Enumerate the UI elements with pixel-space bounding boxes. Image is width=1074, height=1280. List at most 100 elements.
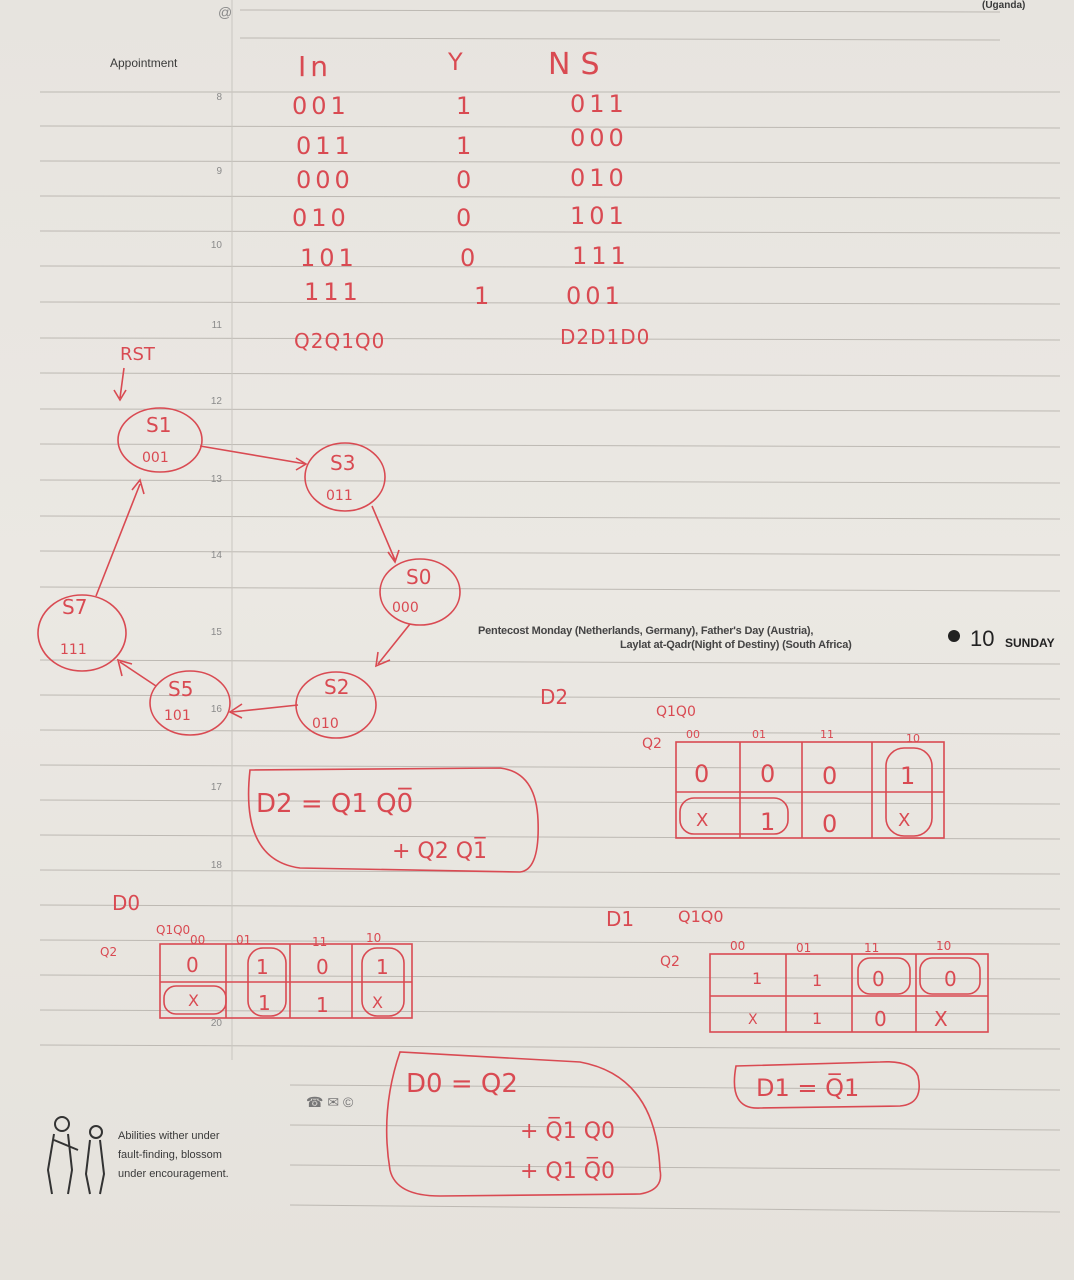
- kmap-d1-h0: 00: [730, 939, 745, 953]
- kmap-d0-row: Q2: [100, 945, 117, 959]
- contact-icons: ☎ ✉ ©: [306, 1094, 353, 1111]
- quote-line-1: Abilities wither under: [118, 1130, 220, 1142]
- arrow-s7-s1: [95, 478, 145, 597]
- kmap-d2-h1: 01: [752, 728, 766, 741]
- y-row-6: 1: [474, 282, 493, 310]
- kmap-d2-r1c2: 0: [822, 810, 837, 838]
- in-row-4: 010: [292, 204, 350, 232]
- y-row-2: 1: [456, 132, 475, 160]
- hour-17: 17: [210, 782, 222, 793]
- state-s3-code: 011: [326, 488, 353, 504]
- hour-11: 11: [211, 320, 222, 331]
- d0-eq-line-1: D0 = Q2: [406, 1069, 518, 1099]
- kmap-d2-r0c3: 1: [900, 762, 915, 790]
- d1-eq-box: [733, 1060, 920, 1109]
- hour-18: 18: [210, 860, 222, 871]
- holiday-line-2: Laylat at-Qadr(Night of Destiny) (South …: [620, 639, 852, 651]
- state-s1-name: S1: [146, 413, 171, 437]
- hour-15: 15: [210, 627, 222, 638]
- hour-9: 9: [216, 166, 222, 177]
- kmap-d2-row: Q2: [642, 736, 662, 752]
- hour-13: 13: [210, 474, 222, 485]
- kmap-d0-h2: 11: [312, 935, 327, 949]
- arrow-s2-s5: [228, 703, 299, 719]
- state-s1-code: 001: [142, 450, 169, 466]
- state-s0-code: 000: [392, 600, 419, 616]
- rst-label: RST: [120, 344, 156, 365]
- kmap-d1-r0c0: 1: [752, 969, 762, 988]
- d2-eq-line-1: D2 = Q1 Q0̅: [256, 787, 413, 819]
- kmap-d0-h3: 10: [366, 931, 381, 945]
- kmap-d1-label: D1: [606, 907, 634, 931]
- kmap-d0-r1c0: X: [188, 991, 199, 1010]
- d1-eq-line-1: D1 = Q̅1: [756, 1073, 859, 1102]
- kmap-d0-h0: 00: [190, 933, 205, 947]
- mail-icon: ✉: [327, 1094, 340, 1110]
- kmap-d0-cols: Q1Q0: [156, 923, 190, 937]
- y-row-4: 0: [456, 204, 475, 232]
- ns-row-6: 001: [566, 282, 624, 310]
- kmap-d1-r1c3: X: [934, 1007, 948, 1031]
- arrow-s3-s0: [371, 505, 400, 564]
- kmap-d0-r1c3: X: [372, 993, 383, 1012]
- ns-row-4: 101: [570, 202, 628, 230]
- state-s0-name: S0: [406, 565, 431, 589]
- in-row-5: 101: [300, 244, 358, 272]
- kmap-d2-r0c0: 0: [694, 760, 709, 788]
- state-s2-name: S2: [324, 675, 349, 699]
- d2-eq-line-2: + Q2 Q1̅: [392, 837, 487, 864]
- d2-equation: [247, 767, 539, 873]
- kmap-d1-r0c1: 1: [812, 971, 822, 990]
- state-s3: [304, 442, 386, 512]
- phone-icon: ☎: [306, 1094, 324, 1110]
- day-dot: [948, 630, 960, 642]
- kmap-d2-r1c1: 1: [760, 808, 775, 836]
- kmap-d1-h1: 01: [796, 941, 811, 955]
- ns-row-2: 000: [570, 124, 628, 152]
- arrow-s1-s3: [199, 445, 308, 471]
- y-row-5: 0: [460, 244, 479, 272]
- kmap-d2-r0c2: 0: [822, 762, 837, 790]
- kmap-d2-r1c3: X: [898, 810, 910, 831]
- state-s5: [149, 670, 231, 736]
- truth-table: In Y NS 001 011 000 010 101 111 1 1 0 0 …: [292, 47, 649, 353]
- copyright-icon: ©: [342, 1094, 354, 1110]
- kmap-d0-r1c2: 1: [316, 993, 329, 1017]
- hour-8: 8: [216, 92, 222, 103]
- state-s7: [37, 594, 127, 672]
- kmap-d2-r0c1: 0: [760, 760, 775, 788]
- kmap-d0-r0c3: 1: [376, 955, 389, 979]
- kmap-d1-cols: Q1Q0: [678, 907, 724, 926]
- kmap-d0-r0c0: 0: [186, 953, 199, 977]
- kmap-d2-h3: 10: [906, 732, 920, 745]
- ns-row-5: 111: [572, 242, 630, 270]
- hour-10: 10: [210, 240, 222, 251]
- kmap-d1-row: Q2: [660, 954, 680, 970]
- kmap-d1-r1c0: X: [748, 1012, 758, 1028]
- in-row-6: 111: [304, 278, 362, 306]
- kmap-d0: D0 Q1Q0 Q2 00 01 11 10 0 1 0 1: [100, 891, 413, 1019]
- y-row-3: 0: [456, 166, 475, 194]
- in-row-1: 001: [292, 92, 350, 120]
- state-s7-code: 111: [60, 642, 87, 658]
- in-row-3: 000: [296, 166, 354, 194]
- arrow-s0-s2: [375, 623, 411, 668]
- kmap-d2-h2: 11: [820, 728, 834, 741]
- in-row-2: 011: [296, 132, 354, 160]
- header-in: In: [298, 50, 332, 83]
- arrow-s5-s7: [116, 658, 157, 687]
- kmap-d2-label: D2: [540, 685, 568, 709]
- at-symbol: @: [218, 4, 233, 20]
- kmap-d1-r0c3: 0: [944, 967, 957, 991]
- state-s1: [117, 407, 203, 473]
- ns-row-1: 011: [570, 90, 628, 118]
- hour-20: 20: [210, 1018, 222, 1029]
- state-s5-name: S5: [168, 677, 193, 701]
- kmap-d2: D2 Q1Q0 Q2 00 01 11 10 0 0 0 1 X: [540, 685, 945, 839]
- state-s7-name: S7: [62, 595, 87, 619]
- state-s5-code: 101: [164, 708, 191, 724]
- day-name: SUNDAY: [1005, 636, 1055, 650]
